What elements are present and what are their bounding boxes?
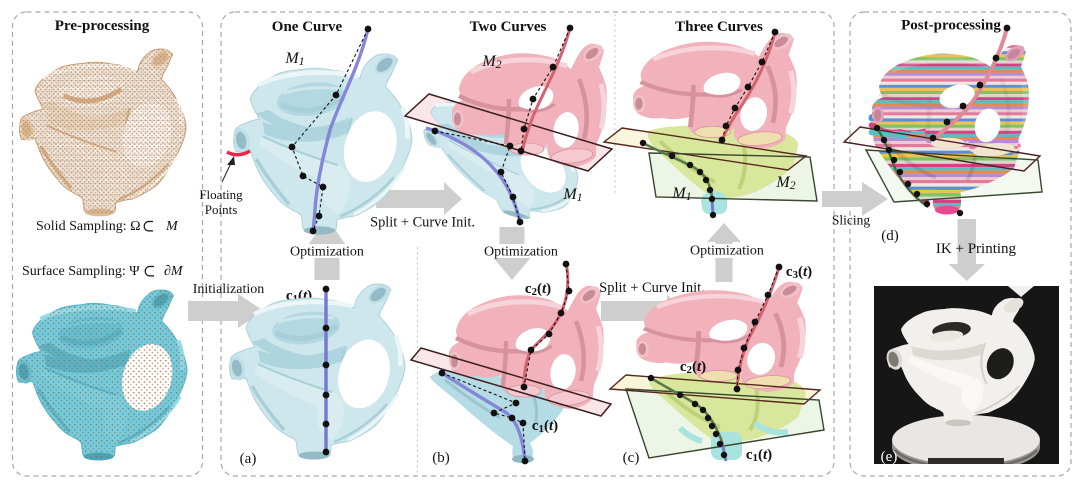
svg-text:c3(t): c3(t): [786, 264, 812, 281]
svg-text:c1(t): c1(t): [746, 447, 772, 464]
svg-text:Optimization: Optimization: [690, 244, 764, 259]
svg-text:Three Curves: Three Curves: [675, 19, 763, 35]
svg-text:Two Curves: Two Curves: [470, 19, 547, 35]
svg-text:Solid Sampling: Ω: Solid Sampling: Ω: [36, 219, 141, 234]
svg-text:(c): (c): [623, 450, 640, 466]
svg-text:c2(t): c2(t): [525, 281, 551, 298]
svg-text:M2: M2: [481, 53, 501, 71]
svg-text:(a): (a): [240, 451, 257, 467]
svg-text:Surface Sampling: Ψ: Surface Sampling: Ψ: [22, 264, 140, 279]
svg-text:M1: M1: [284, 50, 304, 68]
svg-text:Slicing: Slicing: [832, 213, 871, 228]
svg-text:Split + Curve Init.: Split + Curve Init.: [370, 215, 475, 231]
svg-text:Pre-processing: Pre-processing: [55, 18, 150, 34]
svg-text:∂M: ∂M: [164, 264, 184, 279]
svg-text:Points: Points: [205, 202, 238, 217]
svg-text:Optimization: Optimization: [484, 245, 558, 260]
svg-text:Floating: Floating: [199, 187, 243, 202]
svg-text:(b): (b): [432, 450, 450, 466]
svg-text:c1(t): c1(t): [532, 418, 558, 435]
svg-text:M1: M1: [562, 186, 582, 204]
svg-text:c2(t): c2(t): [680, 359, 706, 376]
svg-text:M1: M1: [671, 185, 691, 203]
svg-text:(e): (e): [881, 449, 898, 465]
svg-text:Optimization: Optimization: [290, 245, 364, 260]
svg-text:M: M: [165, 219, 179, 234]
svg-text:Split + Curve Init.: Split + Curve Init.: [599, 280, 705, 296]
svg-text:M2: M2: [775, 174, 795, 192]
svg-text:One Curve: One Curve: [272, 19, 343, 35]
svg-text:(d): (d): [881, 228, 899, 244]
svg-text:Initialization: Initialization: [193, 282, 265, 297]
svg-text:IK + Printing: IK + Printing: [936, 241, 1017, 257]
svg-text:Post-processing: Post-processing: [901, 18, 1001, 34]
